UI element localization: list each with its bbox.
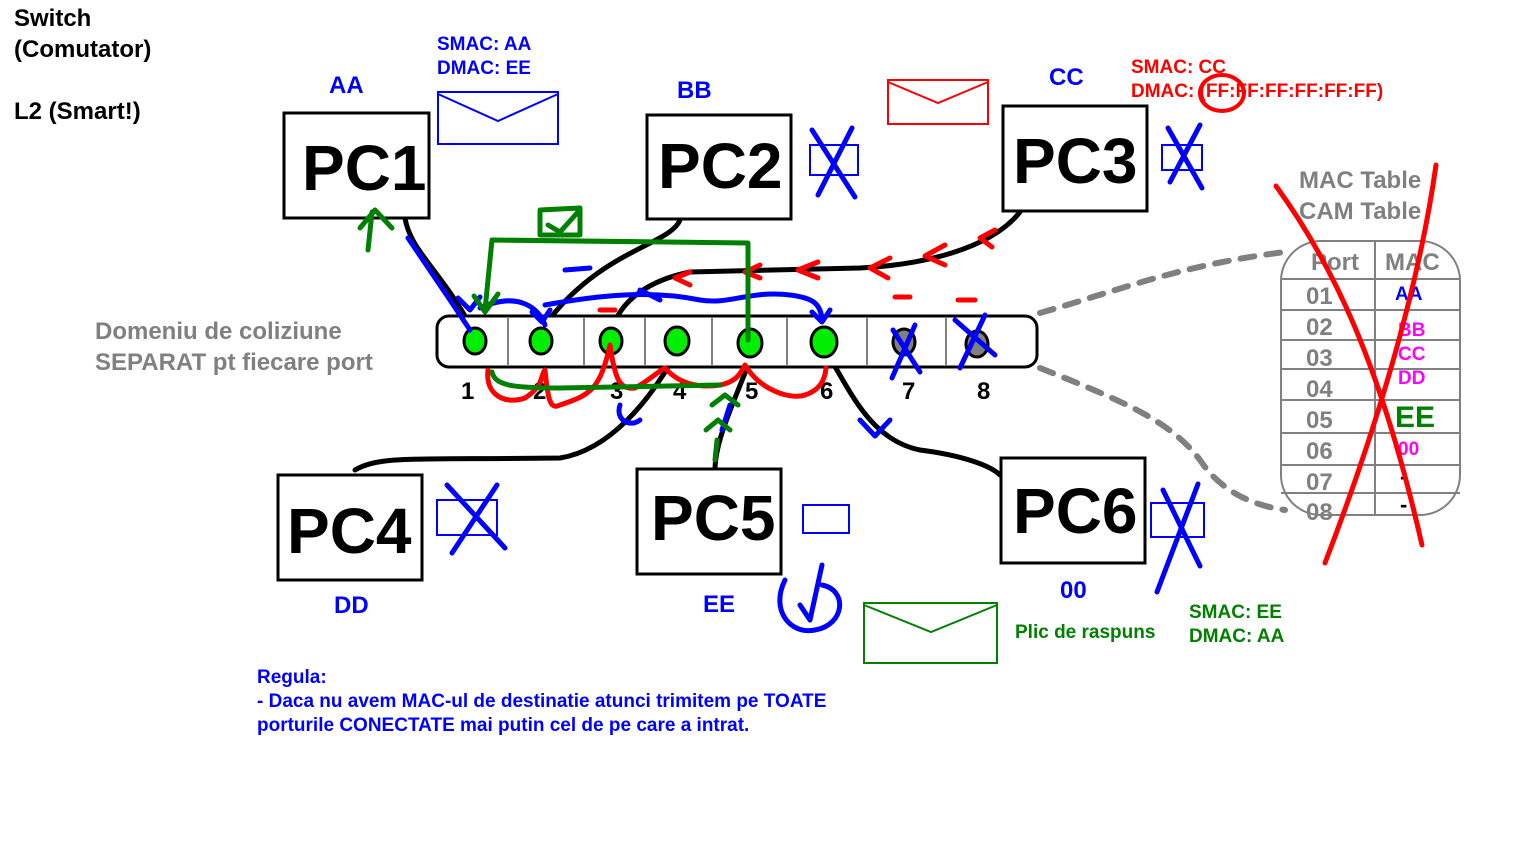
rule-title: Regula: (257, 667, 327, 688)
cam-table-title: CAM Table (1299, 198, 1421, 225)
flood-arrows-blue (405, 235, 893, 439)
pc6: PC6 00 (999, 456, 1147, 604)
frame2-dmac: DMAC: (FF:FF:FF:FF:FF:FF) (1131, 81, 1383, 102)
row-port: 01 (1306, 283, 1333, 310)
port-number: 8 (977, 378, 990, 405)
port-number: 7 (902, 378, 915, 405)
ff-circle-mark (1198, 73, 1246, 113)
pc6-mac: 00 (1060, 577, 1087, 604)
frame3-smac: SMAC: EE (1189, 602, 1282, 623)
pc2: PC2 BB (645, 77, 793, 221)
port-1-led (462, 326, 488, 356)
row-port: 08 (1306, 499, 1333, 526)
port-4-led (663, 325, 691, 357)
envelope-green-icon (863, 602, 998, 664)
pc3: PC3 CC (1001, 64, 1149, 213)
reply-envelope-label: Plic de raspuns (1015, 622, 1155, 643)
frame1-smac: SMAC: AA (437, 34, 532, 55)
col-mac: MAC (1385, 249, 1440, 276)
port-dividers (507, 318, 947, 365)
drop-x-marks (444, 122, 1205, 634)
pc1: PC1 AA (282, 72, 431, 220)
row-port: 02 (1306, 314, 1333, 341)
pc3-label: PC3 (1013, 125, 1138, 197)
pc6-label: PC6 (1013, 475, 1138, 547)
table-link-dashes (1037, 249, 1288, 513)
port-number: 5 (745, 378, 758, 405)
port-number: 6 (820, 378, 833, 405)
port-number: 1 (461, 378, 474, 405)
row-port: 07 (1306, 469, 1333, 496)
row-mac: CC (1398, 344, 1426, 365)
pc2-mac: BB (677, 77, 712, 104)
row-mac: 00 (1398, 439, 1419, 460)
row-mac: DD (1398, 368, 1425, 389)
pc1-label: PC1 (302, 132, 427, 204)
frame1-dmac: DMAC: EE (437, 58, 531, 79)
collision-domain-line2: SEPARAT pt fiecare port (95, 349, 373, 376)
frame2-smac: SMAC: CC (1131, 57, 1226, 78)
row-port: 05 (1306, 407, 1333, 434)
row-mac: EE (1395, 401, 1435, 434)
mac-table-title: MAC Table (1299, 167, 1421, 194)
envelope-red-icon (887, 79, 989, 125)
pc4-label: PC4 (287, 495, 412, 567)
row-port: 03 (1306, 345, 1333, 372)
rule-line2: porturile CONECTATE mai putin cel de pe … (257, 715, 749, 736)
title-l2: L2 (Smart!) (14, 98, 141, 125)
collision-domain-line1: Domeniu de coliziune (95, 318, 342, 345)
title-switch: Switch (14, 5, 91, 32)
table-cross-out-mark (1273, 162, 1439, 566)
row-port: 04 (1306, 376, 1333, 403)
envelope-blue-icon (437, 91, 559, 145)
rule-line1: - Daca nu avem MAC-ul de destinatie atun… (257, 691, 826, 712)
pc1-mac: AA (329, 72, 364, 99)
pc5: PC5 EE (635, 467, 783, 618)
row-port: 06 (1306, 438, 1333, 465)
flood-arrows-red (485, 227, 998, 409)
port-2-led (528, 326, 554, 356)
pc5-mac: EE (703, 591, 735, 618)
frame3-dmac: DMAC: AA (1189, 626, 1285, 647)
reply-path-green (357, 205, 751, 463)
received-frame-boxes (436, 144, 1205, 538)
pc4-mac: DD (334, 592, 369, 619)
pc5-label: PC5 (651, 482, 776, 554)
port-6-led (809, 325, 839, 359)
title-comutator: (Comutator) (14, 36, 151, 63)
mac-table: MAC Table CAM Table Port MAC 01 02 03 04… (1273, 162, 1461, 566)
pc4: PC4 DD (276, 473, 424, 619)
pc3-mac: CC (1049, 64, 1084, 91)
port-column: 01 02 03 04 05 06 07 08 (1306, 283, 1333, 526)
row-mac: - (1400, 492, 1407, 517)
pc2-label: PC2 (658, 130, 783, 202)
